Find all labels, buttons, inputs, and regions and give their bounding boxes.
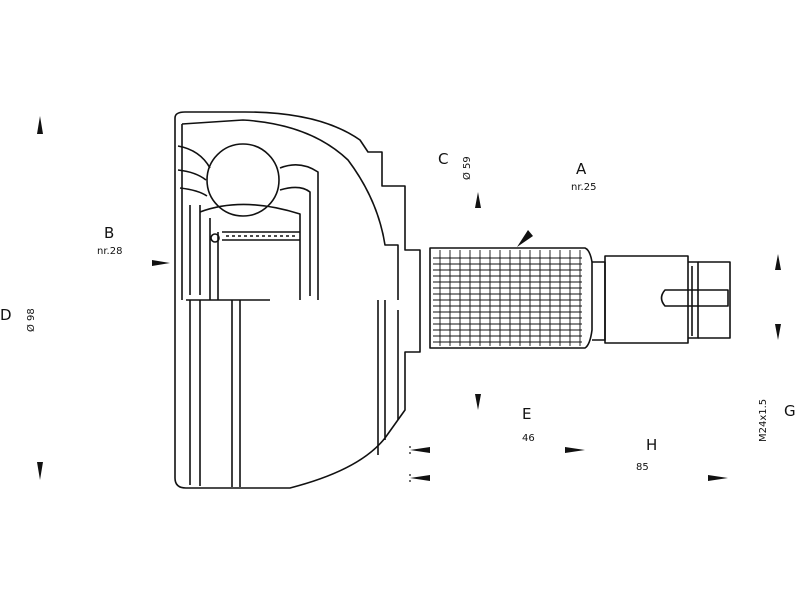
label-d-value: Ø 98 [26, 308, 37, 332]
label-g-value: M24x1.5 [758, 398, 769, 442]
splined-shaft [429, 247, 593, 349]
arrow-a [517, 230, 533, 247]
threaded-stub [604, 255, 689, 344]
arrow-c-top [475, 192, 481, 208]
joint-housing [174, 111, 421, 489]
label-c-value: Ø 59 [462, 156, 473, 180]
label-b-letter: B [104, 224, 115, 242]
dimension-arrows [37, 116, 781, 481]
keyway [660, 289, 729, 307]
ball [206, 143, 280, 217]
label-h-letter: H [646, 436, 658, 454]
label-h-value: 85 [636, 462, 649, 473]
arrow-e-right [565, 447, 585, 453]
shaft-neck [592, 261, 606, 341]
stub-end [698, 261, 731, 339]
arrow-e-left [410, 447, 430, 453]
label-g-letter: G [784, 402, 796, 420]
housing-inner [181, 119, 399, 300]
arrow-d-bottom [37, 462, 43, 480]
arrow-d-top [37, 116, 43, 134]
arrow-g-bottom [775, 324, 781, 340]
label-b-value: nr.28 [97, 246, 123, 257]
arrow-g-top [775, 254, 781, 270]
arrow-b [152, 260, 170, 266]
arrow-h-left [410, 475, 430, 481]
label-e-value: 46 [522, 433, 535, 444]
boot-ribs [189, 300, 241, 487]
arrow-c-bottom [475, 394, 481, 410]
arrow-h-right [708, 475, 728, 481]
label-a-letter: A [576, 160, 587, 178]
label-e-letter: E [522, 405, 532, 423]
label-a-value: nr.25 [571, 182, 597, 193]
label-d-letter: D [0, 306, 12, 324]
label-c-letter: C [438, 150, 449, 168]
